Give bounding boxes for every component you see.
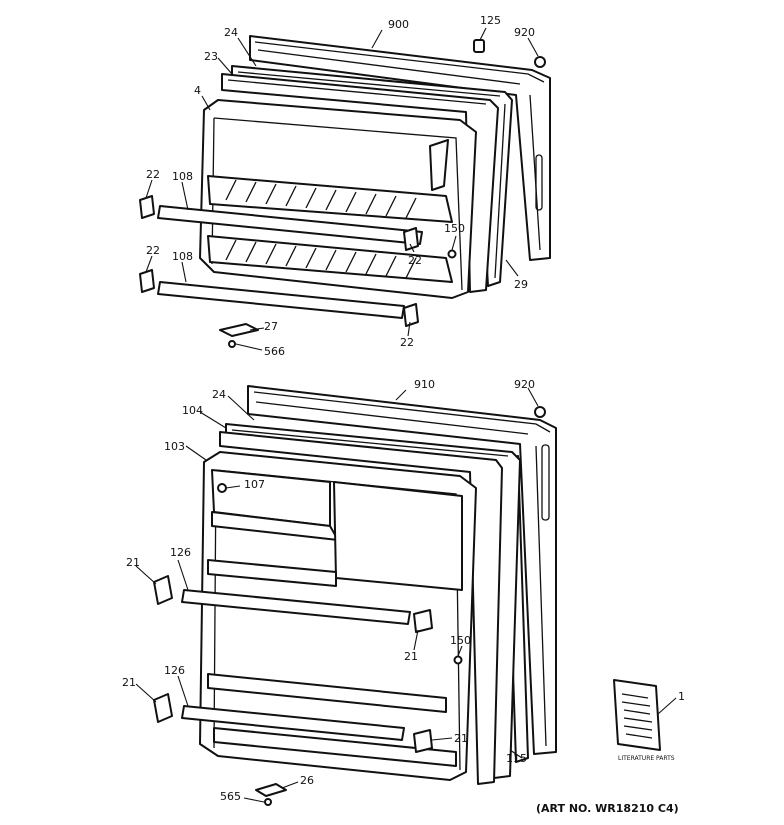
fresh-food-hinge-cap bbox=[534, 406, 546, 418]
fresh-food-rail-clip-left-upper bbox=[153, 575, 173, 605]
freezer-shelf-rail-lower bbox=[157, 281, 405, 319]
fresh-food-door-assembly bbox=[153, 385, 557, 806]
freezer-hinge-screw bbox=[228, 340, 236, 348]
callout-125: 125 bbox=[480, 14, 501, 27]
callout-565: 565 bbox=[220, 790, 241, 803]
callout-126-b: 126 bbox=[164, 664, 185, 677]
callout-labels: 900 125 920 24 23 4 22 108 22 108 150 22… bbox=[122, 14, 685, 815]
freezer-breaker-strip bbox=[221, 73, 499, 293]
callout-566: 566 bbox=[264, 345, 285, 358]
callout-23: 23 bbox=[204, 50, 218, 63]
freezer-rail-clip-right-lower bbox=[403, 303, 419, 327]
fresh-food-screw bbox=[453, 655, 463, 665]
callout-27: 27 bbox=[264, 320, 278, 333]
fresh-food-rail-clip-right-upper bbox=[413, 609, 433, 633]
callout-150-lower: 150 bbox=[450, 634, 471, 647]
callout-21-d: 21 bbox=[454, 732, 468, 745]
callout-22-b: 22 bbox=[146, 244, 160, 257]
callout-910: 910 bbox=[414, 378, 435, 391]
freezer-door-assembly bbox=[139, 35, 551, 348]
freezer-door-stop bbox=[473, 39, 485, 53]
literature-parts-label: LITERATURE PARTS bbox=[618, 755, 675, 762]
freezer-rail-clip-left-upper bbox=[139, 195, 155, 219]
literature-parts-booklet: LITERATURE PARTS bbox=[613, 679, 675, 762]
callout-21-b: 21 bbox=[404, 650, 418, 663]
fresh-food-shelf-rail-upper bbox=[181, 589, 411, 625]
fresh-food-rail-clip-right-lower bbox=[413, 729, 433, 753]
freezer-door-liner bbox=[199, 99, 477, 299]
callout-108-b: 108 bbox=[172, 250, 193, 263]
callout-22-c: 22 bbox=[408, 254, 422, 267]
callout-107: 107 bbox=[244, 478, 265, 491]
callout-920-lower: 920 bbox=[514, 378, 535, 391]
callout-26: 26 bbox=[300, 774, 314, 787]
callout-22-d: 22 bbox=[400, 336, 414, 349]
callout-900: 900 bbox=[388, 18, 409, 31]
fresh-food-door-liner bbox=[199, 451, 477, 781]
fresh-food-hinge-screw bbox=[264, 798, 272, 806]
fresh-food-shelf-rail-lower bbox=[181, 705, 405, 741]
callout-103: 103 bbox=[164, 440, 185, 453]
freezer-rail-clip-right-upper bbox=[403, 227, 419, 251]
callout-150-upper: 150 bbox=[444, 222, 465, 235]
fresh-food-breaker-strip bbox=[219, 431, 503, 785]
freezer-rail-clip-left-lower bbox=[139, 269, 155, 293]
fresh-food-rail-clip-left-lower bbox=[153, 693, 173, 723]
callout-920-upper: 920 bbox=[514, 26, 535, 39]
freezer-hinge-plate bbox=[219, 323, 259, 337]
callout-24-upper: 24 bbox=[224, 26, 238, 39]
fresh-food-hinge-plate bbox=[255, 783, 287, 797]
fresh-food-egg-button bbox=[217, 483, 227, 493]
callout-4: 4 bbox=[194, 84, 201, 97]
callout-22-a: 22 bbox=[146, 168, 160, 181]
freezer-outer-door-panel bbox=[249, 35, 551, 261]
leader-lines bbox=[135, 27, 677, 803]
callout-21-a: 21 bbox=[126, 556, 140, 569]
callout-104: 104 bbox=[182, 404, 203, 417]
callout-24-lower: 24 bbox=[212, 388, 226, 401]
callout-21-c: 21 bbox=[122, 676, 136, 689]
art-number: (ART NO. WR18210 C4) bbox=[536, 802, 679, 815]
callout-29: 29 bbox=[514, 278, 528, 291]
callout-115: 115 bbox=[506, 752, 527, 765]
freezer-hinge-cap bbox=[534, 56, 546, 68]
callout-126-a: 126 bbox=[170, 546, 191, 559]
callout-1: 1 bbox=[678, 690, 685, 703]
freezer-shelf-rail-upper bbox=[157, 205, 423, 245]
freezer-screw bbox=[447, 249, 457, 259]
fresh-food-outer-door-panel bbox=[247, 385, 557, 755]
callout-108-a: 108 bbox=[172, 170, 193, 183]
